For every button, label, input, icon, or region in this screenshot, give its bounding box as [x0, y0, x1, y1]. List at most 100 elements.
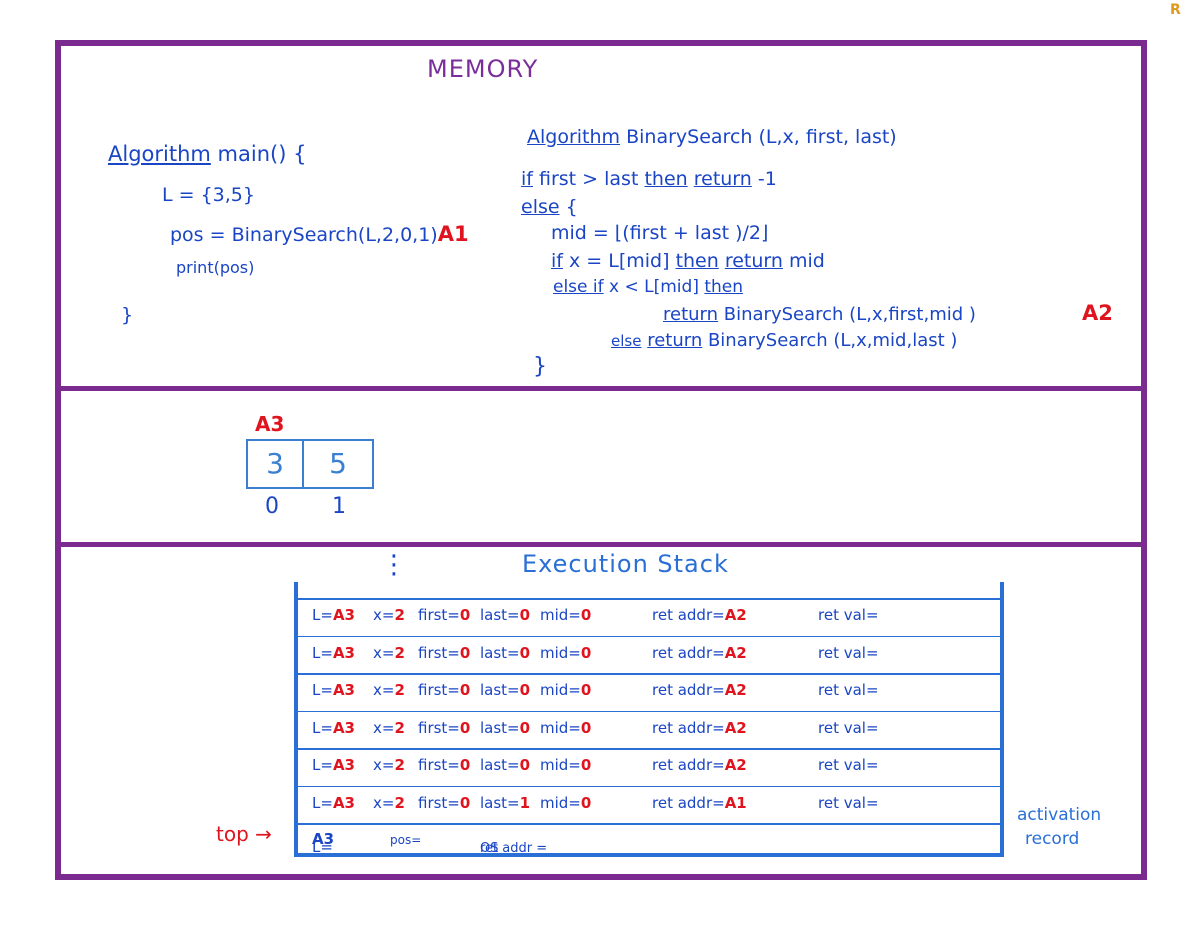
frame-x-value: 2 — [394, 681, 405, 699]
bs-else2-keyword: else — [611, 332, 642, 350]
array-label: A3 — [255, 412, 285, 436]
frame-L: L=A3 — [312, 756, 355, 774]
frame-mid-value: 0 — [580, 643, 592, 662]
frame-ret-val: ret val= — [818, 756, 879, 774]
array-cell-1: 5 — [302, 439, 374, 489]
frame-L: L=A3 — [312, 644, 355, 662]
frame-ret-addr: ret addr=A1 — [652, 794, 747, 812]
frame-first: first=0 — [418, 681, 470, 699]
frame-mid-label: mid= — [540, 718, 581, 737]
bs-then-keyword: then — [644, 168, 688, 190]
frame-ret-val: ret val= — [818, 794, 879, 812]
frame-first: first=0 — [418, 794, 470, 812]
frame-L-label: L= — [312, 718, 333, 737]
bs-line-else: else { — [521, 196, 578, 218]
bs-line-if-found: if x = L[mid] then return mid — [551, 250, 825, 272]
frame-L: L=A3 — [312, 794, 355, 812]
frame-x-label: x= — [373, 793, 395, 812]
stack-row-divider — [298, 823, 1000, 825]
frame-L-value: A3 — [332, 643, 355, 662]
activation-label-line-1: activation — [1017, 805, 1102, 825]
frame-x-label: x= — [373, 606, 395, 624]
frame-last-label: last= — [480, 681, 520, 699]
frame-mid-label: mid= — [540, 681, 581, 699]
frame-L-value: A3 — [332, 681, 355, 699]
frame-last-label: last= — [480, 756, 520, 774]
frame-ret-addr: ret addr=A2 — [652, 719, 747, 737]
frame-x-value: 2 — [394, 756, 405, 774]
main-line-print: print(pos) — [176, 258, 255, 277]
frame-mid-value: 0 — [580, 756, 592, 774]
bs-line-else-if: else if x < L[mid] then — [553, 277, 743, 297]
a1-label: A1 — [437, 222, 469, 246]
array-index-0: 0 — [265, 494, 279, 519]
frame-x-label: x= — [373, 718, 395, 737]
stack-row-divider — [298, 635, 1000, 637]
stack-row-divider — [298, 748, 1000, 750]
frame-first: first=0 — [418, 719, 470, 737]
frame-first-label: first= — [418, 681, 460, 699]
bs-header: Algorithm BinarySearch (L,x, first, last… — [527, 126, 897, 148]
main-frame-ret-addr-value: OS — [480, 841, 499, 856]
frame-mid-value: 0 — [580, 793, 592, 812]
frame-mid: mid=0 — [540, 606, 591, 624]
frame-first-label: first= — [418, 793, 460, 812]
frame-ret-addr-value: A2 — [724, 643, 747, 662]
main-frame-ret-addr-label: ret addr = — [480, 841, 548, 856]
frame-ret-val-label: ret val= — [818, 718, 879, 737]
frame-ret-val-label: ret val= — [818, 756, 879, 774]
frame-last-label: last= — [480, 606, 520, 624]
bs-return-mid: mid — [782, 250, 825, 272]
frame-last: last=0 — [480, 756, 530, 774]
frame-ret-val-label: ret val= — [818, 681, 879, 699]
frame-ret-val-label: ret val= — [818, 643, 879, 662]
frame-ret-addr-label: ret addr= — [652, 643, 725, 662]
frame-last-value: 0 — [519, 681, 531, 699]
frame-L-label: L= — [312, 756, 333, 774]
bs-return4-keyword: return — [647, 330, 703, 351]
bs-signature: BinarySearch (L,x, first, last) — [620, 126, 897, 148]
bs-recurse-left-call: BinarySearch (L,x,first,mid ) — [718, 304, 976, 325]
frame-first-value: 0 — [459, 606, 471, 624]
frame-L: L=A3 — [312, 606, 355, 624]
frame-ret-addr-value: A2 — [724, 606, 747, 624]
bs-return2-keyword: return — [724, 250, 783, 272]
frame-mid: mid=0 — [540, 644, 591, 662]
frame-mid-value: 0 — [580, 681, 592, 699]
frame-ret-addr-label: ret addr= — [652, 718, 725, 737]
frame-first-value: 0 — [459, 756, 471, 774]
stack-bottom-wall — [294, 853, 1004, 857]
bs-line-recurse-left: return BinarySearch (L,x,first,mid ) — [663, 304, 976, 325]
frame-last-label: last= — [480, 718, 520, 737]
frame-last: last=0 — [480, 719, 530, 737]
main-frame-pos: pos= — [390, 833, 422, 847]
main-frame-L-label: L= — [312, 838, 333, 856]
frame-mid-label: mid= — [540, 643, 581, 662]
bs-then2-keyword: then — [675, 250, 719, 272]
frame-last-value: 0 — [519, 756, 531, 774]
frame-ret-val-label: ret val= — [818, 793, 879, 812]
memory-title: MEMORY — [427, 55, 539, 83]
stack-frame-main: L=A3 pos= ret addr =OS — [300, 822, 1000, 856]
bs-less-condition: x < L[mid] — [603, 277, 705, 297]
frame-ret-val: ret val= — [818, 681, 879, 699]
frame-ret-addr-value: A2 — [724, 681, 747, 699]
frame-x-label: x= — [373, 681, 395, 699]
frame-L: L=A3 — [312, 681, 355, 699]
frame-ret-addr-label: ret addr= — [652, 793, 725, 812]
frame-x: x=2 — [373, 756, 405, 774]
main-frame-L-value: A3 — [312, 830, 335, 848]
main-line-list: L = {3,5} — [162, 184, 255, 206]
frame-L-value: A3 — [332, 756, 355, 774]
stack-row-divider — [298, 785, 1000, 787]
array-index-1: 1 — [332, 494, 346, 519]
frame-ret-val-label: ret val= — [818, 606, 879, 624]
frame-mid: mid=0 — [540, 681, 591, 699]
bs-line-base-case: if first > last then return -1 — [521, 168, 777, 190]
bs-base-condition: first > last — [532, 168, 645, 190]
frame-first-label: first= — [418, 756, 460, 774]
frame-first-value: 0 — [459, 643, 471, 662]
